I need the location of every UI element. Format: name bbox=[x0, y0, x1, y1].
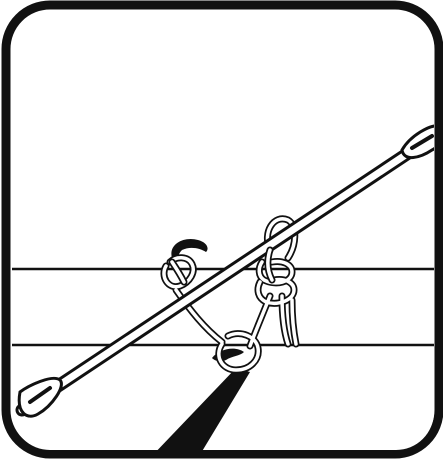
knot-illustration bbox=[0, 0, 443, 459]
